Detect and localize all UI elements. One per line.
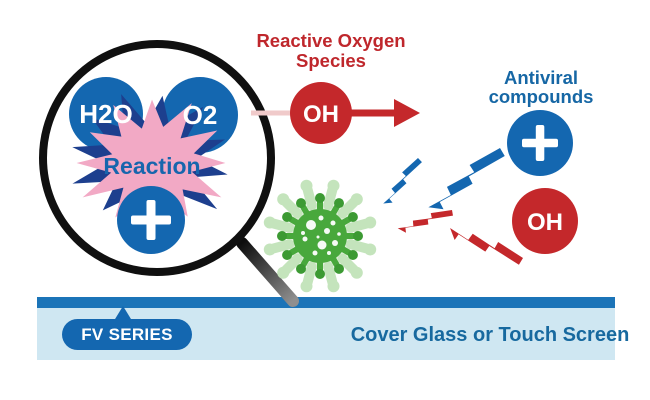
- antiviral-title-line1: Antiviral: [504, 67, 578, 88]
- fv-series-badge: FV SERIES: [62, 306, 192, 350]
- virus-halo-spikes: [268, 184, 372, 288]
- reactive-oxygen-species: Reactive Oxygen Species OH: [251, 30, 420, 144]
- surface-label: Cover Glass or Touch Screen: [351, 324, 630, 346]
- h2o-label: H2O: [79, 99, 132, 129]
- badge-label: FV SERIES: [81, 325, 173, 344]
- antiviral-title-line2: compounds: [489, 86, 594, 107]
- red-arrow-right-icon: [394, 99, 420, 127]
- virus-icon: [263, 179, 377, 293]
- reaction-label: Reaction: [103, 153, 200, 179]
- badge-pill: [62, 319, 192, 350]
- red-lightning-icon: [397, 199, 455, 242]
- virus-spike-knobs: [277, 193, 363, 279]
- oh-compound-label: OH: [527, 209, 563, 236]
- blue-lightning-icon: [372, 157, 432, 206]
- attack-bolts: [372, 147, 525, 287]
- plus-compound-icon: [522, 125, 558, 161]
- oh-compound-circle: [512, 188, 578, 254]
- virus-speckles: [301, 215, 341, 256]
- magnifier-lens-icon: H2O O2 Reaction: [39, 40, 275, 276]
- cover-glass-bar: [37, 297, 615, 308]
- virus-halo-knobs: [263, 179, 377, 293]
- blue-lightning-icon: [421, 147, 512, 212]
- magnifier-handle: [236, 237, 299, 307]
- antiviral-compounds: Antiviral compounds OH: [489, 67, 594, 254]
- ros-title-line2: Species: [296, 50, 366, 71]
- oh-radical-circle: [290, 82, 352, 144]
- oh-radical-label: OH: [303, 101, 339, 128]
- ros-title-line1: Reactive Oxygen: [256, 30, 405, 51]
- plus-ion-icon: [131, 200, 171, 240]
- o2-label: O2: [183, 100, 218, 130]
